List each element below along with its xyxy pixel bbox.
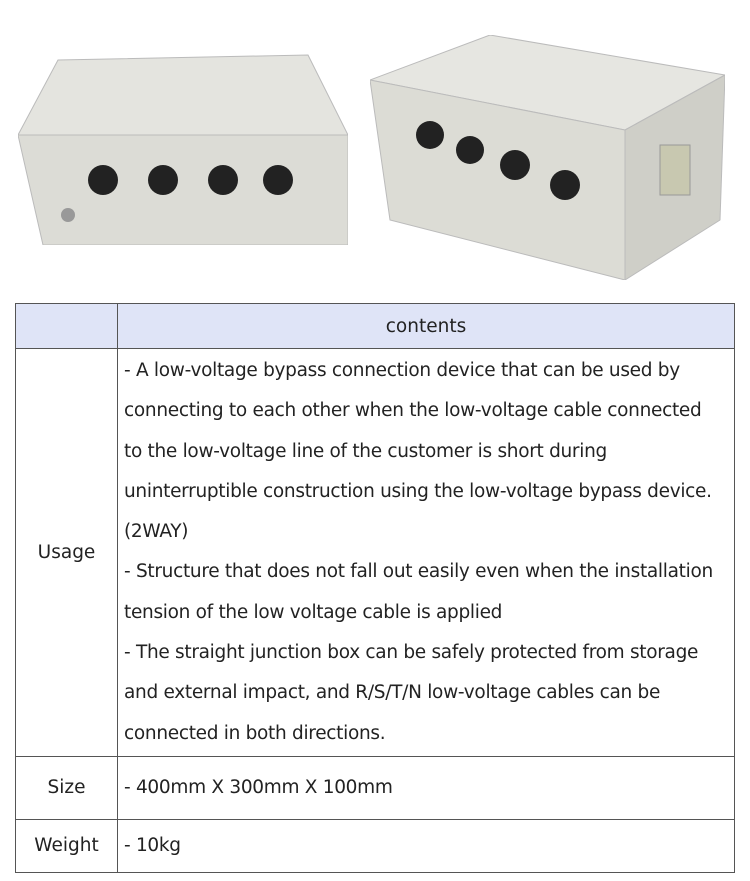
spec-table: contents Usage - A low-voltage bypass co… [15,303,735,873]
usage-line: - A low-voltage bypass connection device… [124,360,680,381]
table-row-size: Size - 400mm X 300mm X 100mm [15,755,735,820]
header-contents: contents [117,303,735,349]
junction-box-angled-photo [370,35,725,280]
usage-value: - A low-voltage bypass connection device… [117,348,735,757]
table-header-row: contents [15,303,735,349]
usage-line: (2WAY) [124,521,189,543]
table-row-usage: Usage - A low-voltage bypass connection … [15,348,735,757]
usage-line: to the low-voltage line of the customer … [124,440,607,462]
usage-line: - The straight junction box can be safel… [124,642,699,664]
usage-line: connected in both directions. [124,722,386,744]
usage-line: connecting to each other when the low-vo… [124,400,702,422]
junction-box-front-photo [18,54,348,245]
usage-line: uninterruptible construction using the l… [124,480,712,502]
weight-value: - 10kg [117,818,735,873]
row-label: Size [15,755,118,820]
usage-line: - Structure that does not fall out easil… [124,561,713,583]
row-label: Weight [15,818,118,873]
size-value: - 400mm X 300mm X 100mm [117,755,735,820]
usage-line: and external impact, and R/S/T/N low-vol… [124,682,661,704]
row-label: Usage [15,348,118,757]
table-row-weight: Weight - 10kg [15,818,735,873]
header-label-cell [15,303,118,349]
usage-line: tension of the low voltage cable is appl… [124,601,503,623]
